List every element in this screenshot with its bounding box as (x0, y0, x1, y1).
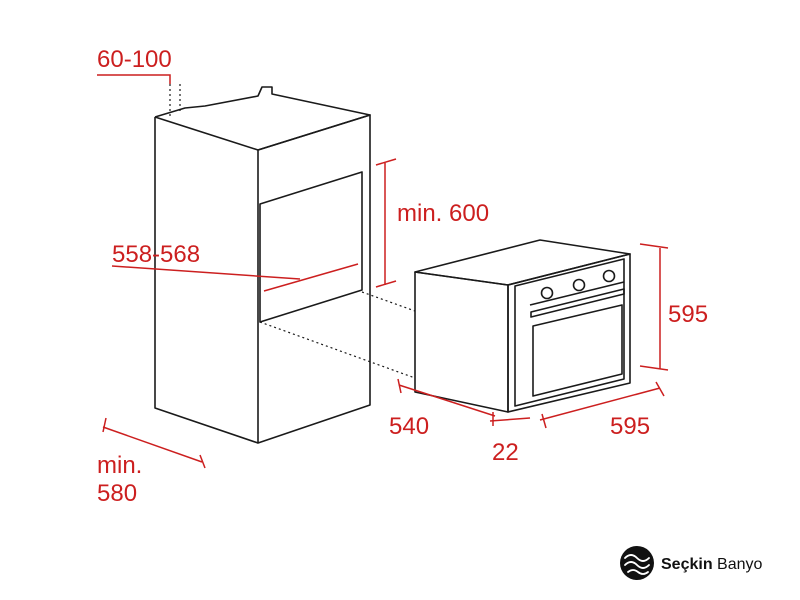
dimension-line-cabinet-depth (102, 426, 203, 463)
label-niche-top-gap: 60-100 (97, 46, 172, 73)
tick (541, 413, 547, 429)
oven-front-inner (514, 258, 625, 407)
projection-lines (169, 84, 416, 379)
oven-control-strip (529, 281, 625, 306)
oven-front-panel (507, 253, 631, 413)
dimension-line-niche-width (111, 265, 301, 280)
tick (397, 378, 402, 394)
oven-door-window (532, 304, 623, 397)
projection-line-upper (361, 291, 416, 312)
tick (199, 454, 206, 469)
brand-mark-icon (620, 546, 654, 580)
knob-icon (572, 278, 586, 292)
label-oven-width: 595 (610, 413, 650, 440)
dimension-line-niche-width-span (263, 263, 359, 292)
brand-name-bold: Seçkin (661, 556, 713, 573)
tick (102, 417, 107, 433)
label-niche-width: 558-568 (112, 241, 200, 268)
cabinet-front-face (257, 114, 371, 444)
knob-icon (602, 269, 616, 283)
dimension-line-oven-width (539, 387, 661, 421)
label-cabinet-depth-line1: min. (97, 452, 142, 479)
label-front-depth: 22 (492, 439, 519, 466)
dimension-labels: 60-100 min. 600 558-568 595 540 22 595 m… (97, 46, 708, 507)
dimension-line-oven-depth (398, 384, 496, 417)
oven-handle (530, 288, 625, 318)
projection-line-lower (259, 321, 416, 379)
oven (414, 239, 631, 413)
cabinet-top-face (154, 86, 371, 151)
brand-name-regular: Banyo (713, 556, 763, 573)
dimension-lines (97, 74, 669, 469)
cabinet (154, 86, 371, 444)
label-oven-height: 595 (668, 301, 708, 328)
oven-body-side (414, 271, 509, 413)
brand-name: Seçkin Banyo (661, 556, 763, 573)
brand-logo: Seçkin Banyo (620, 546, 763, 580)
knob-icon (540, 286, 554, 300)
tick (375, 280, 397, 288)
cabinet-left-side (154, 117, 259, 444)
cabinet-niche (259, 171, 363, 323)
oven-knobs (540, 269, 616, 300)
label-niche-height: min. 600 (397, 200, 489, 227)
tick (375, 158, 397, 166)
tick (639, 365, 669, 371)
dimension-line-top-gap (97, 74, 171, 84)
label-cabinet-depth-line2: 580 (97, 480, 137, 507)
tick (655, 381, 665, 397)
dimension-line-front-depth (489, 417, 531, 422)
label-oven-depth: 540 (389, 413, 429, 440)
brand-mark-wave-icon (624, 554, 650, 575)
tick (639, 243, 669, 249)
